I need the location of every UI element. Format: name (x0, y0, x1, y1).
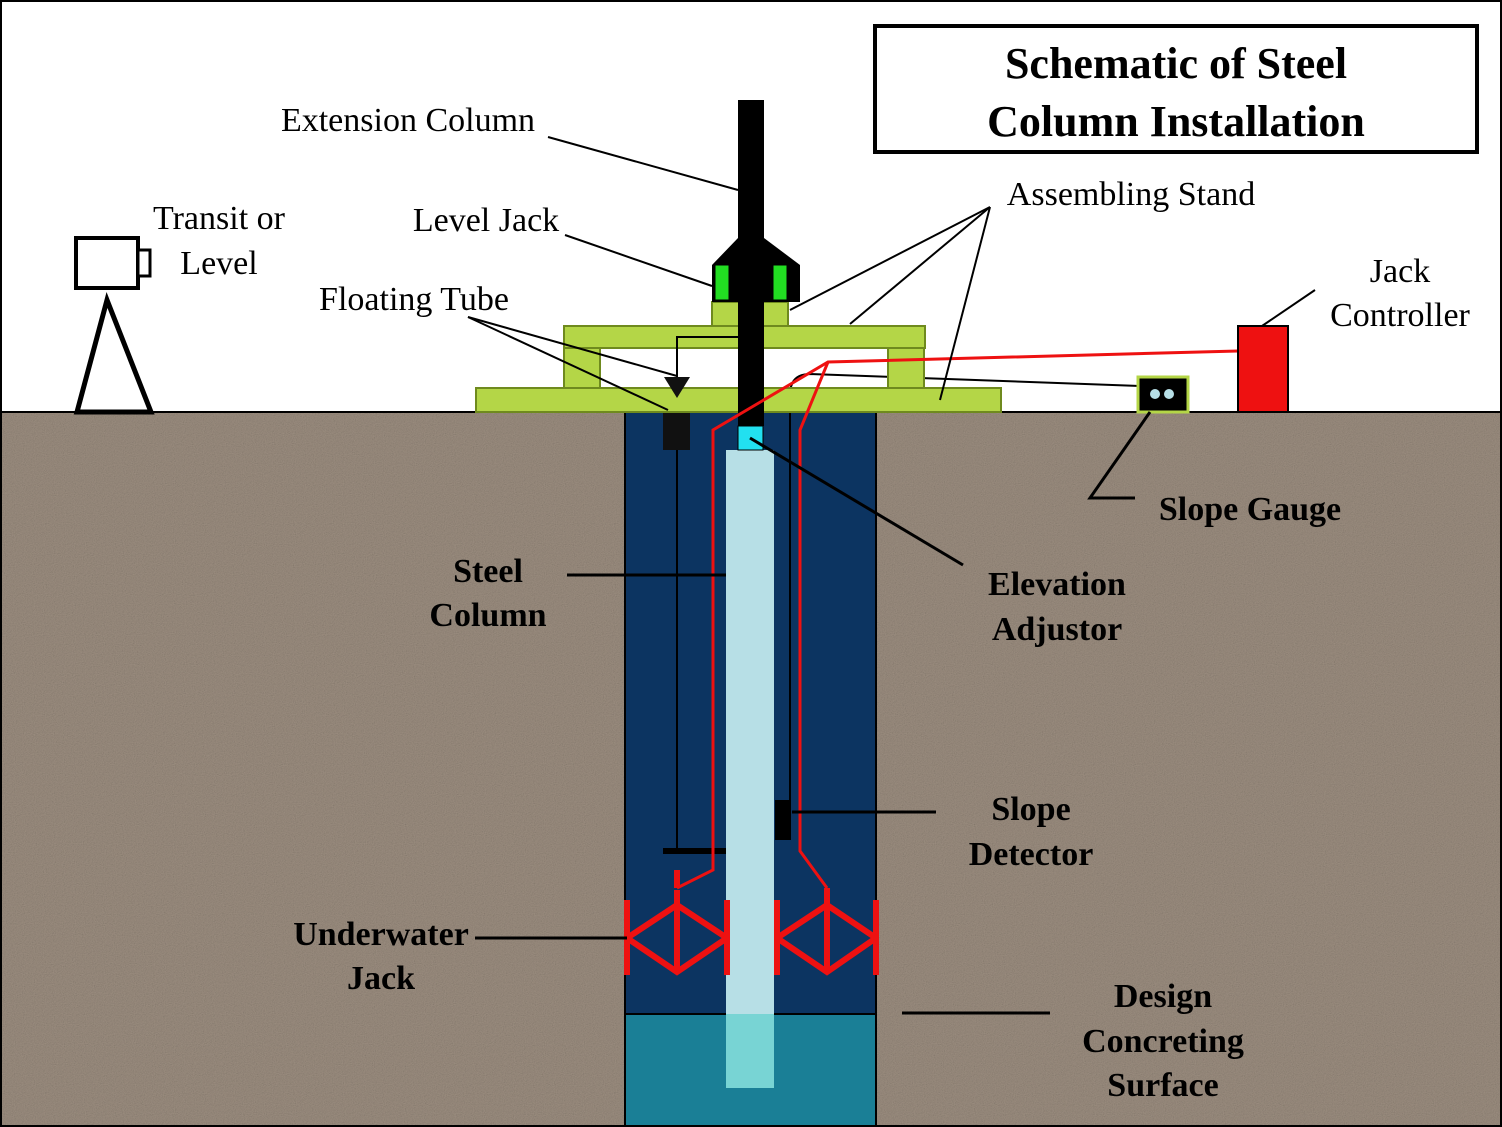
label-steel-column-line-1: Steel (453, 553, 523, 590)
level-jack-left (714, 264, 730, 301)
label-design-surface-line-2: Concreting (1082, 1023, 1244, 1060)
transit-level-instrument (73, 236, 155, 415)
slope-detector (775, 800, 789, 840)
title-line-2: Column Installation (987, 97, 1365, 146)
label-jack-controller-line-2: Controller (1330, 297, 1470, 334)
slope-gauge-dial-right (1164, 389, 1174, 399)
label-design-surface-line-1: Design (1114, 978, 1212, 1015)
label-assembling-stand: Assembling Stand (1007, 176, 1255, 213)
label-extension-column: Extension Column (281, 102, 535, 139)
hydraulic-line-right (798, 361, 830, 889)
label-level-jack: Level Jack (413, 202, 559, 239)
label-jack-controller-line-1: Jack (1370, 253, 1430, 290)
floating-tube-marker (664, 377, 690, 398)
label-slope-detector-line-2: Detector (969, 836, 1094, 873)
label-transit-line-2: Level (180, 245, 257, 282)
steel-column (726, 450, 774, 1014)
label-design-surface-line-3: Surface (1107, 1067, 1218, 1104)
floating-tube-guide (676, 336, 750, 377)
label-underwater-jack-line-2: Jack (347, 960, 415, 997)
title-box (873, 24, 1479, 154)
underwater-jack-left (624, 870, 730, 976)
label-transit-line-1: Transit or (153, 200, 286, 237)
hydraulic-line-left (676, 349, 1239, 890)
slope-gauge (1136, 375, 1190, 414)
label-elevation-adjustor-line-2: Adjustor (992, 611, 1122, 648)
steel-column-embedded (726, 1014, 774, 1088)
label-floating-tube: Floating Tube (319, 281, 509, 318)
jack-controller (1237, 325, 1289, 413)
label-slope-gauge: Slope Gauge (1159, 491, 1341, 528)
level-jack-right (772, 264, 788, 301)
label-elevation-adjustor-line-1: Elevation (988, 566, 1126, 603)
label-slope-detector-line-1: Slope (991, 791, 1070, 828)
leader-lines (467, 136, 1316, 1015)
label-steel-column-line-2: Column (429, 597, 546, 634)
slope-gauge-dial-left (1150, 389, 1160, 399)
title-line-1: Schematic of Steel (1005, 39, 1347, 88)
underwater-jack-right (774, 888, 879, 976)
label-underwater-jack-line-1: Underwater (293, 916, 469, 953)
